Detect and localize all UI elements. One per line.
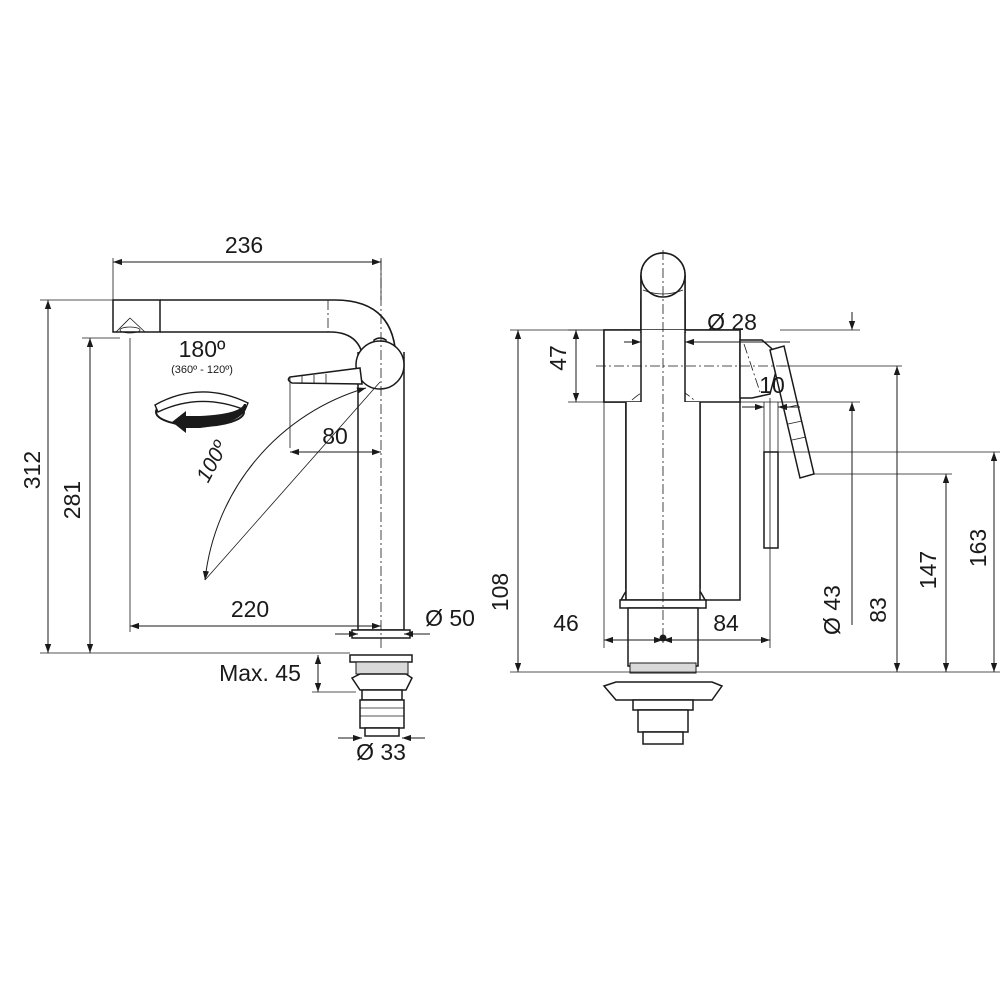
dim-312-label: 312	[19, 451, 45, 489]
dim-47-label: 47	[545, 345, 571, 371]
side-mounting	[349, 654, 413, 737]
shank-diameter-label: Ø 33	[356, 739, 406, 765]
spout-diameter-label: Ø 28	[707, 309, 757, 335]
dim-84-label: 84	[713, 610, 739, 636]
rotation-range-label: (360º - 120º)	[171, 364, 233, 376]
dim-281-label: 281	[59, 481, 85, 519]
base-diameter-label: Ø 50	[425, 605, 475, 631]
max-thickness-label: Max. 45	[219, 660, 301, 686]
dim-83-label: 83	[865, 597, 891, 623]
rotation-angle-label: 180º	[179, 336, 226, 362]
side-view: 236 312 281 180º (360º - 120º) 100º 80 2…	[19, 232, 475, 765]
dim-236-label: 236	[225, 232, 263, 258]
rotation-arrow-icon	[154, 391, 249, 433]
lever-angle-label: 100º	[192, 437, 233, 487]
dim-147-label: 147	[915, 551, 941, 589]
front-view: Ø 28 10 47 108 46 84 Ø 43 83 147 163	[487, 250, 1000, 745]
front-faucet-outline	[602, 252, 815, 745]
lever-width-label: 10	[759, 372, 785, 398]
dim-46-label: 46	[553, 610, 579, 636]
dim-220-label: 220	[231, 596, 269, 622]
body-diameter-label: Ø 43	[819, 585, 845, 635]
dim-108-label: 108	[487, 573, 513, 611]
dim-80-label: 80	[322, 423, 348, 449]
dim-163-label: 163	[965, 529, 991, 567]
front-mounting	[602, 662, 724, 745]
